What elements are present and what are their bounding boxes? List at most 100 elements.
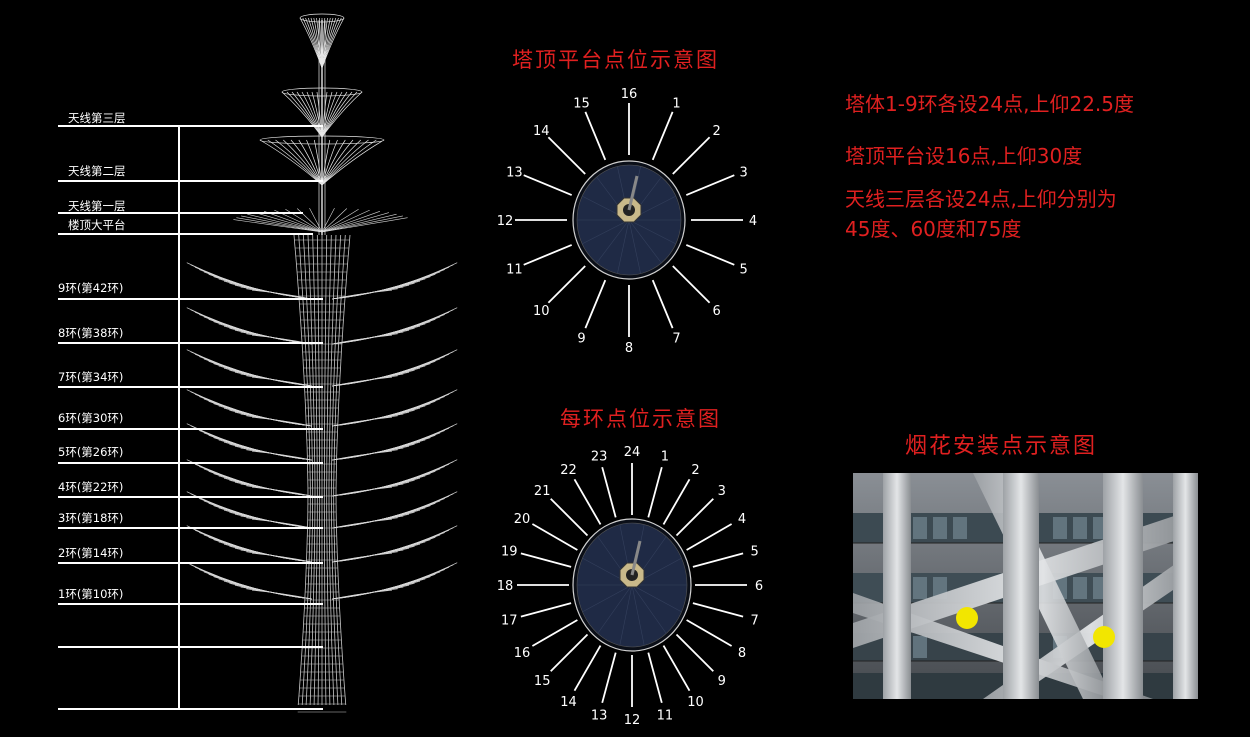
point-number: 14	[533, 124, 550, 139]
point-ray	[686, 523, 733, 551]
point-number: 9	[718, 674, 726, 689]
point-ray	[523, 174, 573, 196]
point-number: 15	[534, 674, 551, 689]
level-line	[58, 125, 323, 127]
point-ray	[692, 552, 744, 568]
tower-level-label: 4环(第22环)	[58, 480, 124, 494]
point-number: 13	[591, 708, 608, 723]
level-line	[58, 180, 323, 182]
point-number: 7	[751, 614, 759, 629]
point-ray	[550, 633, 589, 672]
level-line	[58, 428, 323, 430]
point-ray	[685, 174, 735, 196]
point-ray	[584, 279, 607, 329]
point-ray	[547, 265, 586, 304]
point-ray	[685, 244, 735, 266]
point-ray	[573, 645, 602, 692]
level-line	[58, 233, 313, 235]
tower-level-label: 1环(第10环)	[58, 587, 124, 601]
point-ray	[647, 652, 663, 704]
note-line: 塔顶平台设16点,上仰30度	[845, 144, 1083, 168]
tower-level-label: 天线第三层	[68, 111, 126, 125]
point-ray	[601, 466, 617, 518]
bracket-vertical-line	[178, 125, 180, 710]
level-line	[58, 462, 323, 464]
level-line	[58, 646, 323, 648]
point-number: 3	[718, 484, 726, 499]
point-number: 4	[738, 512, 746, 527]
point-ray	[647, 466, 663, 518]
point-number: 22	[560, 463, 577, 478]
point-number: 10	[687, 695, 704, 710]
point-ray	[672, 136, 711, 175]
point-ray	[686, 619, 733, 647]
point-number: 5	[751, 544, 759, 559]
point-number: 11	[506, 263, 523, 278]
point-number: 8	[625, 341, 633, 355]
tower-level-label: 5环(第26环)	[58, 445, 124, 459]
point-ray	[531, 619, 578, 647]
tower-level-label: 楼顶大平台	[68, 218, 126, 232]
point-ray	[520, 552, 572, 568]
point-number: 6	[713, 304, 721, 319]
point-number: 1	[672, 97, 680, 112]
point-number: 5	[739, 263, 747, 278]
level-line	[58, 562, 323, 564]
point-number: 23	[591, 450, 608, 465]
level-line	[58, 496, 323, 498]
level-line	[58, 342, 323, 344]
top-platform-title: 塔顶平台点位示意图	[512, 48, 719, 72]
level-line	[58, 212, 303, 214]
point-ray	[651, 111, 674, 161]
point-number: 15	[573, 97, 590, 112]
point-ray	[672, 265, 711, 304]
point-number: 20	[514, 512, 531, 527]
tower-level-label: 天线第一层	[68, 199, 126, 213]
point-number: 6	[755, 579, 763, 594]
point-ray	[573, 478, 602, 525]
point-number: 7	[672, 331, 680, 346]
point-ray	[675, 498, 714, 537]
point-number: 13	[506, 165, 523, 180]
point-ray	[692, 602, 744, 618]
point-number: 8	[738, 646, 746, 661]
point-number: 3	[739, 165, 747, 180]
point-number: 19	[501, 544, 518, 559]
install-point-marker	[956, 607, 978, 629]
mast-spire	[627, 175, 639, 211]
ring-title: 每环点位示意图	[560, 407, 721, 431]
tower-level-label: 7环(第34环)	[58, 370, 124, 384]
point-ray	[662, 478, 691, 525]
tower-level-label: 3环(第18环)	[58, 511, 124, 525]
level-line	[58, 298, 323, 300]
point-number: 10	[533, 304, 550, 319]
point-number: 1	[661, 450, 669, 465]
point-number: 2	[691, 463, 699, 478]
point-number: 12	[624, 713, 641, 728]
point-ray	[601, 652, 617, 704]
point-ray	[547, 136, 586, 175]
note-line: 45度、60度和75度	[845, 217, 1022, 241]
photo-title: 烟花安装点示意图	[905, 434, 1098, 459]
point-ray	[675, 633, 714, 672]
tower-level-label: 8环(第38环)	[58, 326, 124, 340]
point-number: 16	[621, 87, 638, 102]
level-line	[58, 603, 323, 605]
point-number: 11	[657, 708, 674, 723]
point-ray	[651, 279, 674, 329]
point-number: 12	[497, 214, 514, 229]
tower-level-label: 天线第二层	[68, 164, 126, 178]
install-photo	[853, 473, 1198, 699]
point-ray	[520, 602, 572, 618]
tower-level-label: 9环(第42环)	[58, 281, 124, 295]
point-number: 4	[749, 214, 757, 229]
tower-drawing	[186, 13, 458, 713]
point-number: 14	[560, 695, 577, 710]
point-ray	[531, 523, 578, 551]
point-number: 9	[577, 331, 585, 346]
point-ray	[662, 645, 691, 692]
point-number: 21	[534, 484, 551, 499]
level-line	[58, 708, 323, 710]
